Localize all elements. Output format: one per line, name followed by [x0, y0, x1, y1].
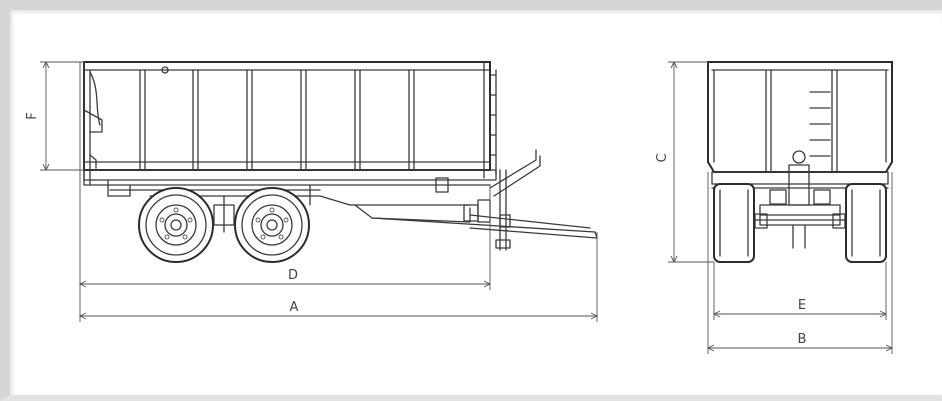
- side-wheel-front: [234, 187, 310, 263]
- side-axle-bracket: [213, 195, 235, 233]
- side-view: [83, 61, 598, 263]
- dimension-c: [668, 60, 714, 264]
- dimension-d: [78, 62, 492, 290]
- rear-body: [707, 61, 893, 189]
- rear-view: [707, 61, 893, 263]
- label-f: F: [25, 112, 40, 119]
- dimension-f: [40, 60, 84, 172]
- rear-hitch: [754, 150, 846, 249]
- dimension-a: [78, 232, 599, 322]
- rear-wheel-left: [713, 183, 755, 263]
- label-b: B: [798, 332, 807, 347]
- label-c: C: [655, 153, 670, 162]
- dimension-b: [706, 172, 894, 354]
- dimension-e: [712, 262, 888, 320]
- label-d: D: [288, 268, 298, 283]
- side-wheel-rear: [138, 187, 214, 263]
- rear-wheel-right: [845, 183, 887, 263]
- label-e: E: [798, 298, 806, 313]
- side-drawbar: [354, 149, 598, 251]
- label-a: A: [290, 300, 299, 315]
- side-body: [83, 61, 497, 206]
